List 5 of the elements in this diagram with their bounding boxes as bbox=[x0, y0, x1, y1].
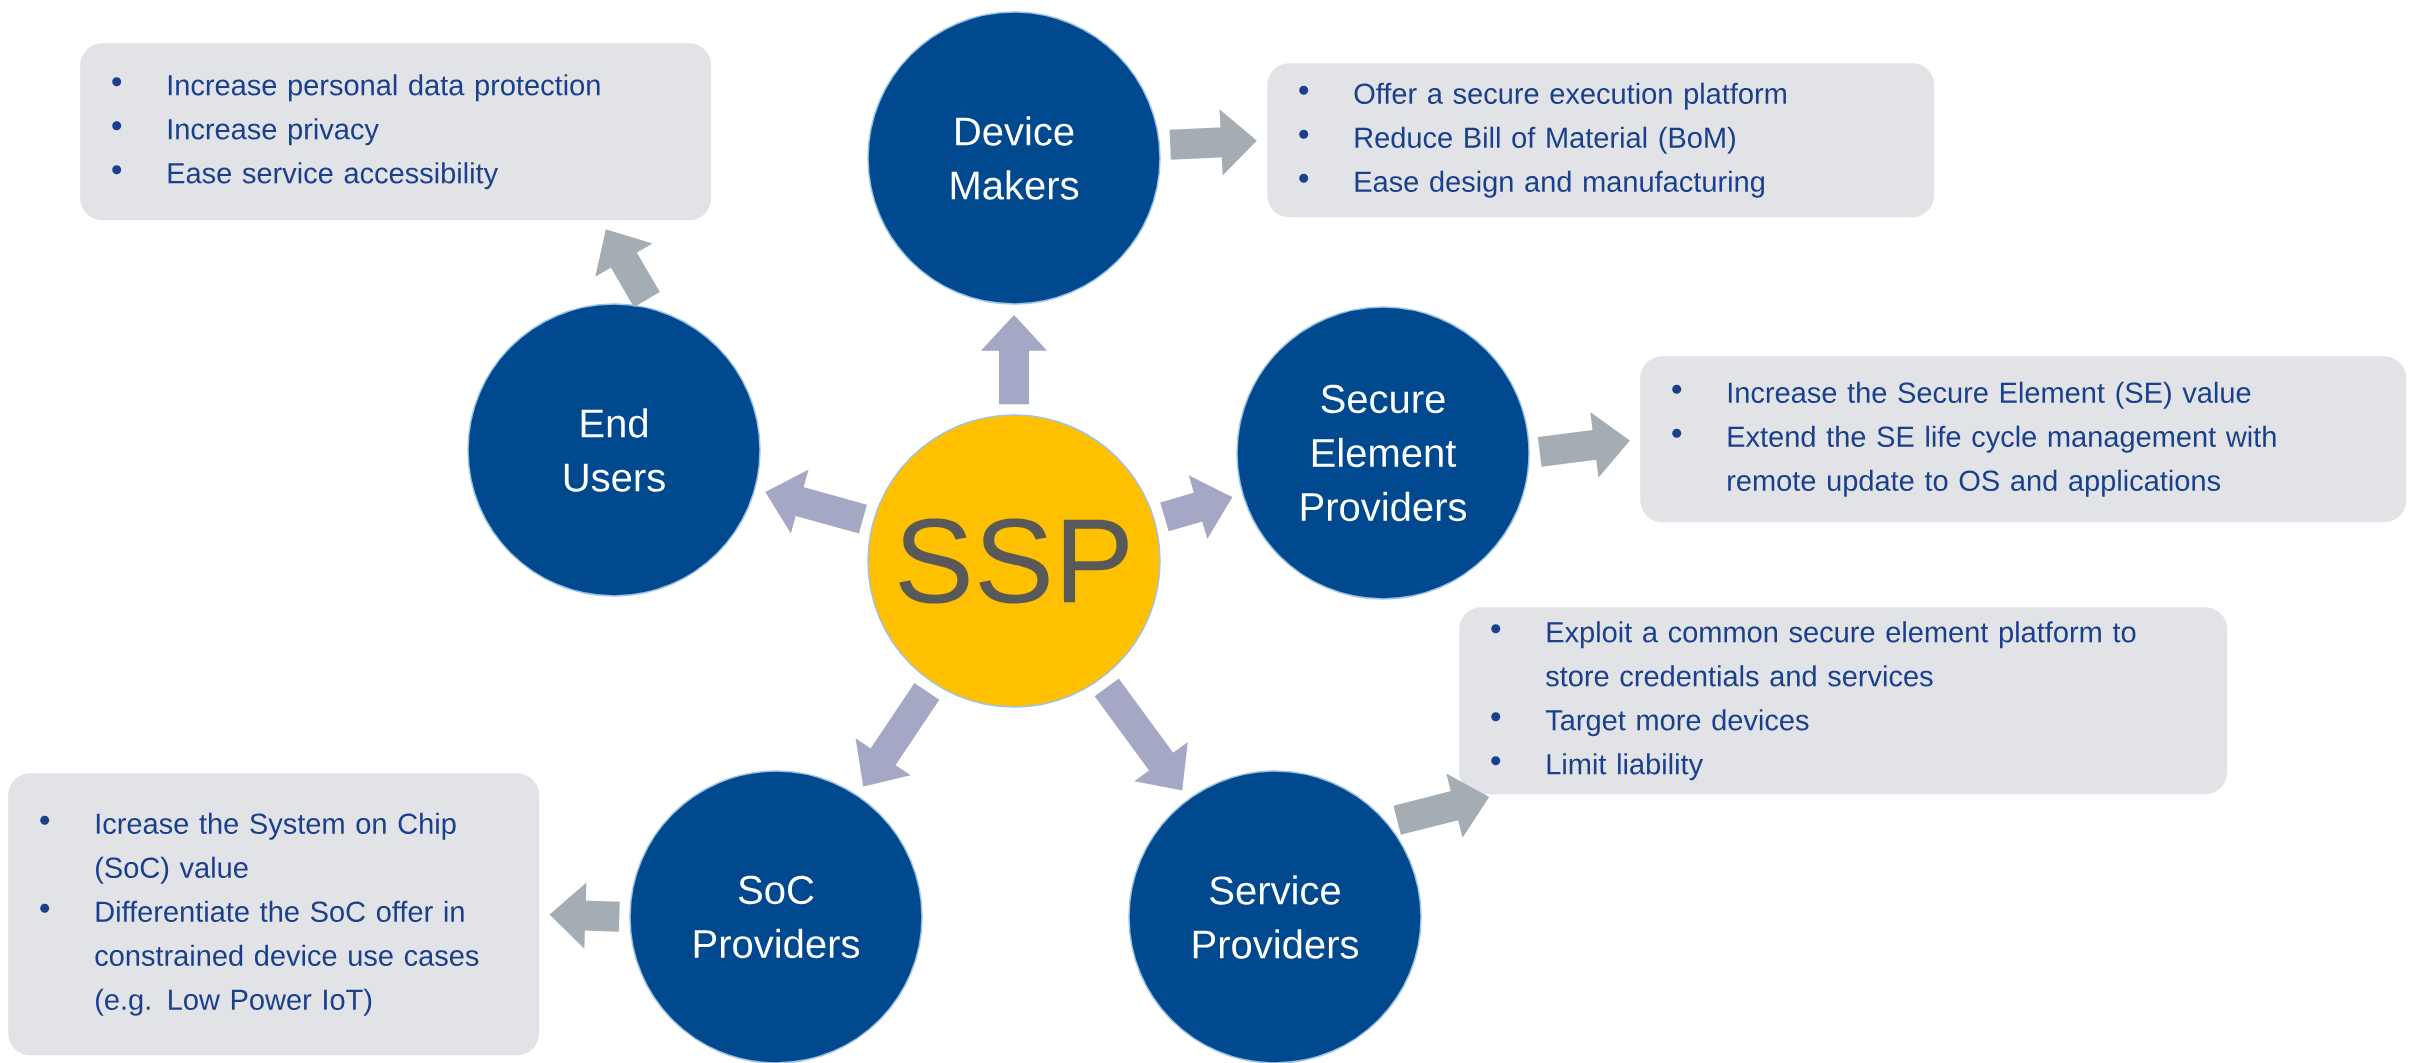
bullet-list-box: Icrease the System on Chip (SoC) value Differentiate the SoC offer in constrained device use cases (e.g. Low Power IoT) bbox=[8, 773, 540, 1056]
bullet-list-box: Increase personal data protection Increase privacy Ease service accessibility bbox=[80, 43, 712, 221]
bullet-list-box: Offer a secure execution platform Reduce Bill of Material (BoM) Ease design and manufacturing bbox=[1267, 63, 1935, 218]
bullet-list-box: Increase the Secure Element (SE) value Extend the SE life cycle management with remote update to OS and applications bbox=[1640, 356, 2407, 523]
bullet-list-box: Exploit a common secure element platform to store credentials and services Target more devices Limit liability bbox=[1459, 607, 2228, 795]
